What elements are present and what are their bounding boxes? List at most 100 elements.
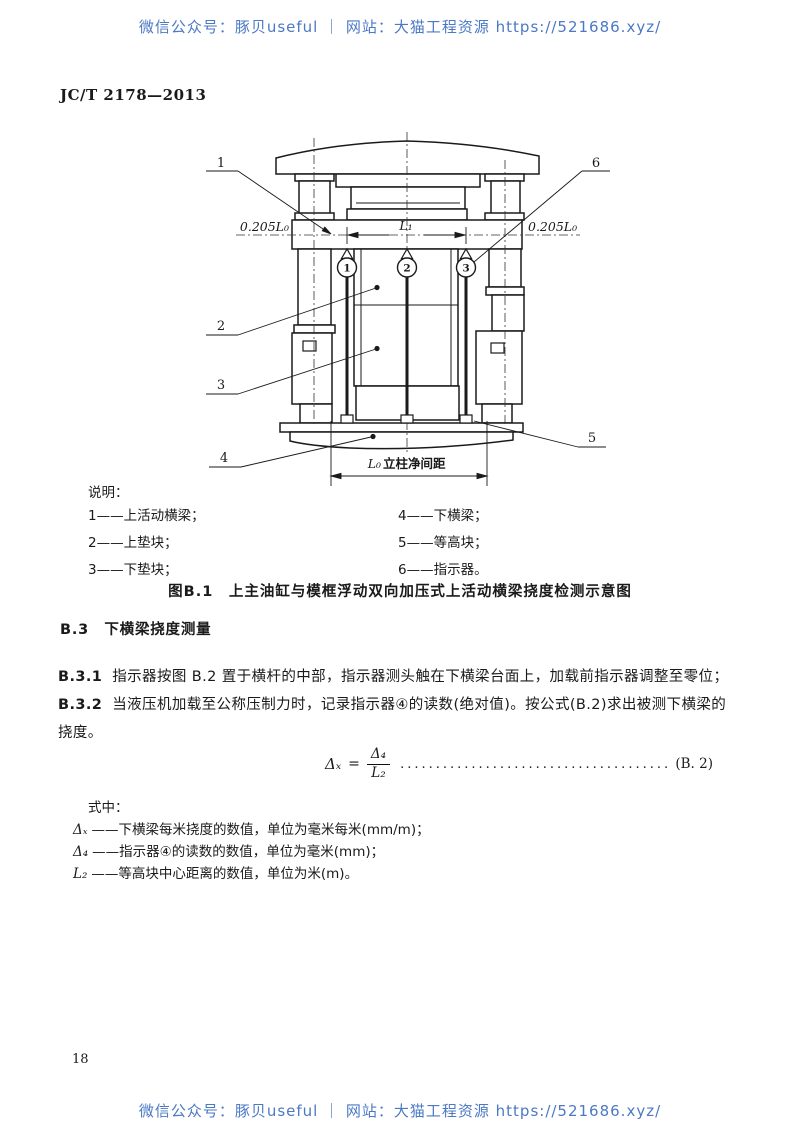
dim-label-right: 0.205L₀ [528, 219, 577, 234]
clause-number-b32: B.3.2 [58, 697, 103, 713]
formula-number: (B. 2) [675, 756, 713, 772]
symbol-l2: L₂ [73, 866, 88, 882]
clause-number-b31: B.3.1 [58, 669, 103, 685]
dim-extension-lines [330, 421, 488, 486]
formula-equals: = [348, 756, 360, 772]
fraction-denominator: L₂ [371, 764, 386, 781]
indicator-dial-1 [336, 257, 358, 278]
dial-indicators: 1 2 3 [336, 247, 477, 424]
fraction-numerator: Δ₄ [366, 746, 391, 765]
bottom-crossbeam-base [289, 431, 514, 450]
clause-text-b31: 指示器按图 B.2 置于横杆的中部，指示器测头触在下横梁台面上，加载前指示器调整… [112, 669, 729, 685]
formula-b2: Δₓ = Δ₄ L₂ .............................… [325, 739, 713, 789]
dim-arrow-left [329, 472, 342, 480]
callout-5: 5 [588, 431, 596, 446]
dim-bottom-symbol: L₀ [367, 456, 381, 471]
where-title: 式中： [88, 800, 129, 816]
legend-item-4: 4——下横梁； [398, 508, 488, 524]
callout-3-dot [374, 345, 380, 352]
right-column-stub [490, 180, 521, 215]
right-stand-block [491, 294, 525, 332]
right-jack-slot [490, 342, 505, 354]
callout-2: 2 [217, 319, 225, 334]
indicator-number-2: 2 [403, 263, 410, 275]
left-column-top-flange [294, 173, 335, 182]
footer-watermark: 微信公众号：豚贝useful ｜ 网站：大猫工程资源 https://52168… [138, 1102, 662, 1120]
definition-row: Δ₄——指示器④的读数的数值，单位为毫米(mm)； [73, 841, 693, 863]
upper-dimension: 0.205L₀ L₁ 0.205L₀ [240, 218, 577, 244]
legend-row: 1——上活动横梁； 4——下横梁； [88, 503, 708, 530]
formula-fraction: Δ₄ L₂ [366, 746, 391, 781]
indicator-dial-2 [396, 257, 418, 278]
definition-row: Δₓ——下横梁每米挠度的数值，单位为毫米每米(mm/m)； [73, 819, 693, 841]
dim-arrow-right [476, 472, 489, 480]
right-jack-foot [481, 403, 513, 424]
legend-item-6: 6——指示器。 [398, 562, 488, 578]
figure-caption: 图B.1 上主油缸与模框浮动双向加压式上活动横梁挠度检测示意图 [168, 584, 632, 600]
formula-dot-leader: ........................................… [400, 756, 669, 772]
right-jack-body [475, 330, 523, 405]
definition-delta-4: ——指示器④的读数的数值，单位为毫米(mm)； [92, 844, 385, 860]
legend-item-3: 3——下垫块； [88, 562, 178, 578]
figure-legend: 说明： 1——上活动横梁； 4——下横梁； 2——上垫块； 5——等高块； 3——下… [88, 481, 708, 584]
left-column-cap [293, 324, 336, 334]
legend-title: 说明： [88, 485, 129, 501]
main-cylinder-body [350, 186, 466, 210]
left-column-stub [298, 180, 331, 215]
indicator-number-3: 3 [462, 263, 469, 275]
legend-item-2: 2——上垫块； [88, 535, 178, 551]
main-cylinder-flange [335, 173, 481, 188]
rod-foot [459, 414, 473, 424]
callout-1-arrowhead [321, 226, 332, 235]
callout-4: 4 [220, 451, 228, 466]
section-heading-b3: B.3 下横梁挠度测量 [60, 622, 212, 638]
callout-2-dot [374, 284, 380, 291]
callout-3: 3 [217, 378, 225, 393]
clause-text-b32: 当液压机加载至公称压制力时，记录指示器④的读数(绝对值)。按公式(B.2)求出被… [112, 697, 727, 713]
top-crown-beam [275, 140, 540, 175]
right-column-top-flange [484, 173, 525, 182]
definition-l2: ——等高块中心距离的数值，单位为米(m)。 [91, 866, 359, 882]
callout-4-leader [240, 436, 372, 468]
rod-foot [340, 414, 354, 424]
callout-6-leader [473, 170, 583, 263]
formula-lhs: Δₓ [325, 755, 342, 773]
standard-number: JC/T 2178—2013 [60, 86, 207, 104]
legend-row: 3——下垫块； 6——指示器。 [88, 557, 708, 584]
paragraph-b32-continuation: 挠度。 [58, 725, 103, 741]
symbol-delta-4: Δ₄ [73, 844, 89, 860]
dim-bottom-label: 立柱净间距 [383, 456, 446, 471]
indicator-dial-3 [455, 257, 477, 278]
indicator-probe [459, 247, 473, 260]
legend-item-1: 1——上活动横梁； [88, 508, 205, 524]
page-number: 18 [72, 1052, 89, 1067]
legend-item-5: 5——等高块； [398, 535, 488, 551]
figure-b1-diagram: 1 2 3 0.205L₀ L₁ 0.205L₀ L₀ 立柱净间距 [206, 132, 610, 486]
right-column-bottom-flange [484, 212, 525, 221]
callout-2-leader [237, 287, 377, 336]
legend-row: 2——上垫块； 5——等高块； [88, 530, 708, 557]
symbol-definitions: 式中： Δₓ——下横梁每米挠度的数值，单位为毫米每米(mm/m)； Δ₄——指示… [73, 796, 693, 885]
indicator-probe [340, 247, 354, 260]
header-watermark: 微信公众号：豚贝useful ｜ 网站：大猫工程资源 https://52168… [138, 18, 662, 36]
paragraph-b32: B.3.2 当液压机加载至公称压制力时，记录指示器④的读数(绝对值)。按公式(B.… [58, 693, 753, 714]
definition-delta-x: ——下横梁每米挠度的数值，单位为毫米每米(mm/m)； [91, 822, 430, 838]
callouts: 1 2 3 4 5 6 [206, 156, 610, 468]
left-column [297, 248, 332, 326]
callout-6: 6 [592, 156, 600, 171]
callout-1-leader [237, 170, 327, 232]
callout-4-dot [370, 433, 376, 440]
indicator-number-1: 1 [343, 263, 350, 275]
callout-3-leader [237, 348, 377, 395]
bottom-dimension: L₀ 立柱净间距 [329, 421, 489, 486]
left-jack-foot [299, 403, 333, 424]
dim-label-left: 0.205L₀ [240, 219, 289, 234]
paragraph-b31: B.3.1 指示器按图 B.2 置于横杆的中部，指示器测头触在下横梁台面上，加载前… [58, 665, 753, 686]
callout-5-leader [473, 420, 579, 448]
definition-row: L₂——等高块中心距离的数值，单位为米(m)。 [73, 863, 693, 885]
rod-foot [400, 414, 414, 424]
left-jack-slot [302, 340, 317, 352]
dim-label-center: L₁ [398, 218, 412, 233]
callout-1: 1 [217, 156, 225, 171]
